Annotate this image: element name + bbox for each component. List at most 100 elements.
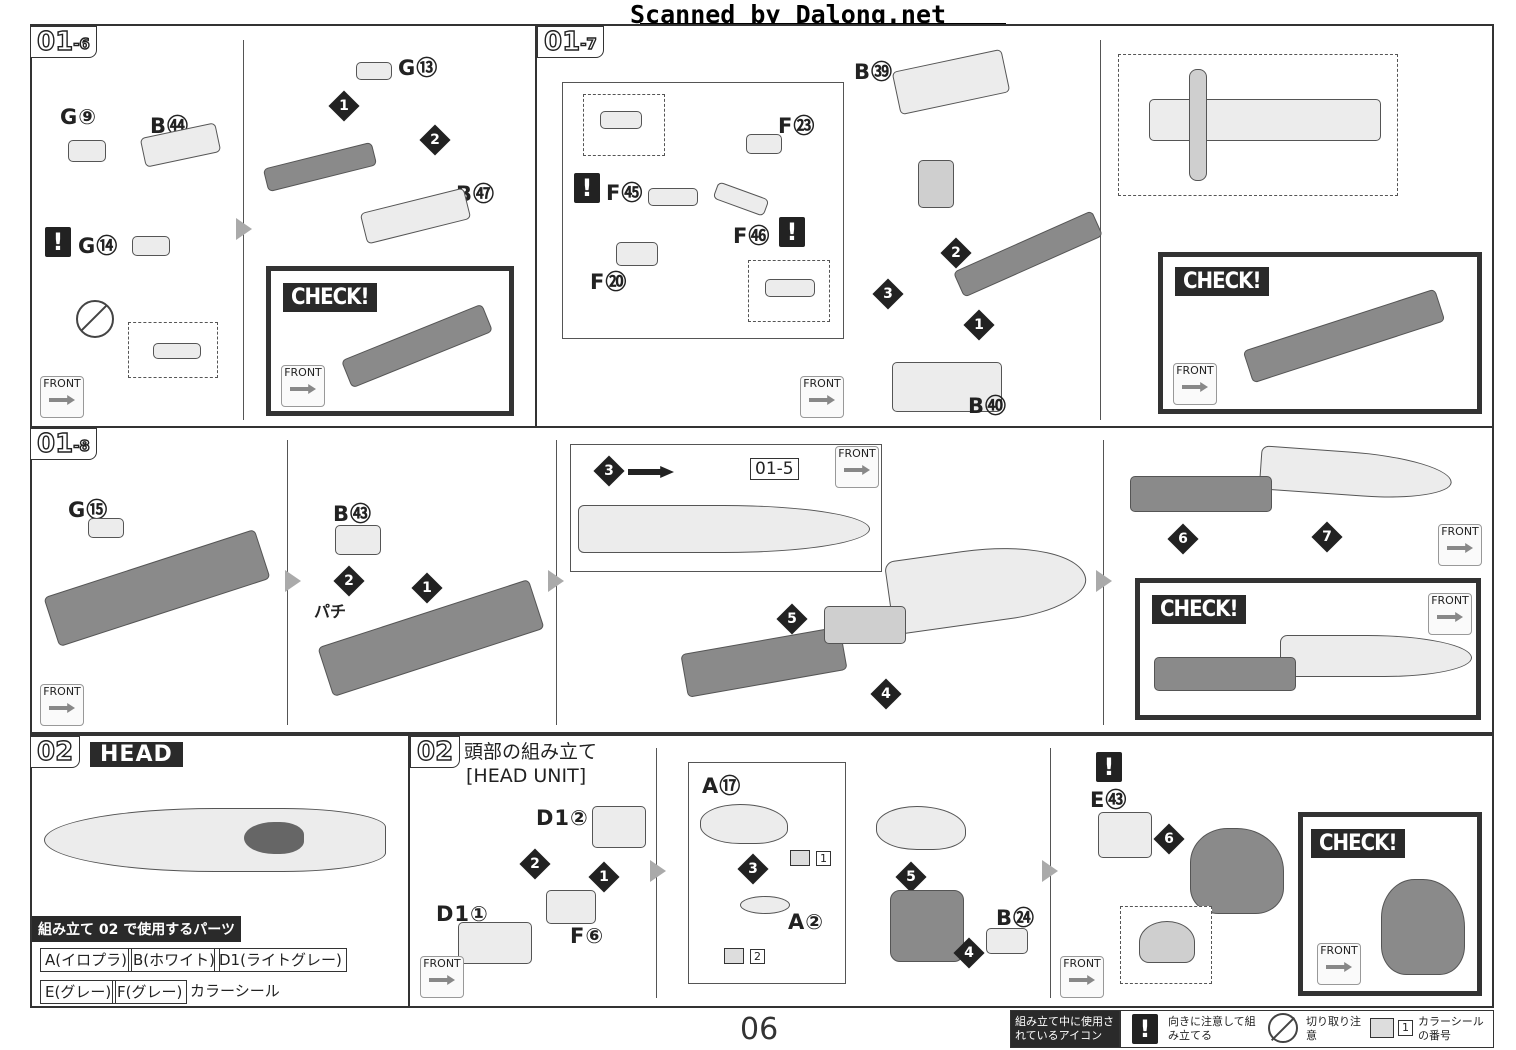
sticker-marker — [790, 850, 810, 866]
step-marker-4: 4 — [953, 937, 985, 969]
front-indicator: FRONT — [40, 376, 84, 418]
detail-inset — [583, 94, 665, 156]
no-cut-icon — [1268, 1013, 1298, 1043]
check-box-01-7: CHECK! FRONT — [1158, 252, 1482, 414]
part-label-g13: G⑬ — [398, 56, 439, 80]
front-indicator: FRONT — [1438, 524, 1482, 566]
aircraft-overview-illustration — [44, 808, 386, 872]
part-label-a2: A② — [788, 910, 825, 934]
part-e43-illustration — [1098, 812, 1152, 858]
click-sound-text: パチ — [314, 602, 347, 621]
part-b24-illustration — [986, 928, 1028, 954]
inset-panel-01-8 — [570, 444, 882, 572]
part-label-d1-2: D1② — [536, 806, 589, 830]
direction-arrow — [628, 466, 674, 478]
part-f23-illustration — [746, 134, 782, 154]
part-g15-illustration — [88, 518, 124, 538]
step-marker-1: 1 — [411, 572, 443, 604]
reference-step-01-5: 01-5 — [750, 458, 799, 480]
detail-inset — [1120, 906, 1212, 984]
step-marker-7: 7 — [1311, 521, 1343, 553]
legend-runner-d1: D1(ライトグレー) — [214, 948, 347, 972]
head-core-illustration — [890, 890, 964, 962]
head-title: HEAD — [90, 742, 183, 767]
arm-assembly-illustration — [1130, 476, 1272, 512]
caution-icon: ! — [1132, 1014, 1158, 1044]
step-marker-5: 5 — [776, 603, 808, 635]
step-marker-2: 2 — [940, 237, 972, 269]
part-g9-illustration — [68, 140, 106, 162]
step-01-8-tag: 01-8 — [30, 428, 97, 460]
head-unit-title-en: [HEAD UNIT] — [466, 765, 587, 787]
detail-inset — [1118, 54, 1398, 196]
fuselage-illustration — [578, 505, 870, 553]
sticker-number-2: 2 — [750, 949, 765, 964]
part-g13-illustration — [356, 62, 392, 80]
legend-runner-f: F(グレー) — [112, 980, 188, 1004]
inset-panel-01-7 — [562, 82, 844, 339]
part-label-b39: B㊴ — [854, 60, 894, 84]
flow-arrow — [1042, 860, 1058, 882]
front-indicator: FRONT — [420, 956, 464, 998]
part-d1-1-illustration — [458, 922, 532, 964]
flow-arrow — [285, 570, 301, 592]
front-indicator: FRONT — [835, 446, 879, 488]
icon-legend-sticker-text: カラーシールの番号 — [1418, 1015, 1484, 1042]
fuselage-socket-illustration — [824, 606, 906, 644]
sticker-marker — [724, 948, 744, 964]
part-label-f20: F⑳ — [590, 270, 628, 294]
caution-icon: ! — [45, 227, 71, 257]
part-label-b24: B㉔ — [996, 906, 1036, 930]
step-marker-2: 2 — [333, 565, 365, 597]
part-label-f45: F㊺ — [606, 181, 644, 205]
sticker-number-1: 1 — [816, 851, 831, 866]
check-box-02: CHECK! FRONT — [1298, 812, 1482, 996]
step-marker-3: 3 — [872, 278, 904, 310]
no-cut-icon — [76, 300, 114, 338]
step-marker-3: 3 — [737, 853, 769, 885]
step-marker-1: 1 — [963, 309, 995, 341]
step-marker-1: 1 — [588, 861, 620, 893]
icon-legend-frame — [1120, 1010, 1494, 1048]
part-label-b40: B㊵ — [968, 394, 1008, 418]
detail-inset — [128, 322, 218, 378]
caution-icon: ! — [574, 173, 600, 203]
head-unit-title-jp: 頭部の組み立て — [464, 741, 598, 763]
part-label-f23: F㉓ — [778, 114, 816, 138]
sticker-marker-icon — [1370, 1018, 1394, 1038]
check-box-01-6: CHECK! FRONT — [266, 266, 514, 416]
step-marker-6: 6 — [1167, 523, 1199, 555]
part-a17-illustration — [700, 804, 788, 844]
part-a2-illustration — [740, 896, 790, 914]
front-indicator: FRONT — [800, 376, 844, 418]
part-label-g9: G⑨ — [60, 105, 98, 129]
flow-arrow — [1096, 570, 1112, 592]
legend-runner-b: B(ホワイト) — [128, 948, 220, 972]
front-indicator: FRONT — [40, 684, 84, 726]
check-box-01-8: CHECK! FRONT — [1135, 578, 1481, 720]
part-d1-2-illustration — [592, 806, 646, 848]
part-label-g14: G⑭ — [78, 234, 119, 258]
flow-arrow — [236, 218, 252, 240]
part-b40-illustration — [892, 362, 1002, 412]
step-02-tag: 02 — [30, 736, 81, 768]
step-marker-1: 1 — [328, 90, 360, 122]
sticker-number-icon: 1 — [1398, 1020, 1413, 1036]
step-marker-3: 3 — [593, 455, 625, 487]
flow-arrow — [548, 570, 564, 592]
caution-icon: ! — [1096, 752, 1122, 782]
part-label-e43: E㊸ — [1090, 788, 1128, 812]
legend-runner-a: A(イロプラ) — [40, 948, 132, 972]
part-b43-illustration — [335, 525, 381, 555]
front-indicator: FRONT — [1060, 956, 1104, 998]
part-label-a17: A⑰ — [702, 774, 742, 798]
flow-arrow — [650, 860, 666, 882]
detail-inset — [748, 260, 830, 322]
part-label-f46: F㊻ — [733, 224, 771, 248]
page-number: 06 — [740, 1012, 779, 1047]
part-label-b43: B㊸ — [333, 502, 373, 526]
legend-runner-e: E(グレー) — [40, 980, 117, 1004]
head-highlight — [244, 822, 304, 854]
step-marker-5: 5 — [895, 861, 927, 893]
step-marker-6: 6 — [1153, 823, 1185, 855]
